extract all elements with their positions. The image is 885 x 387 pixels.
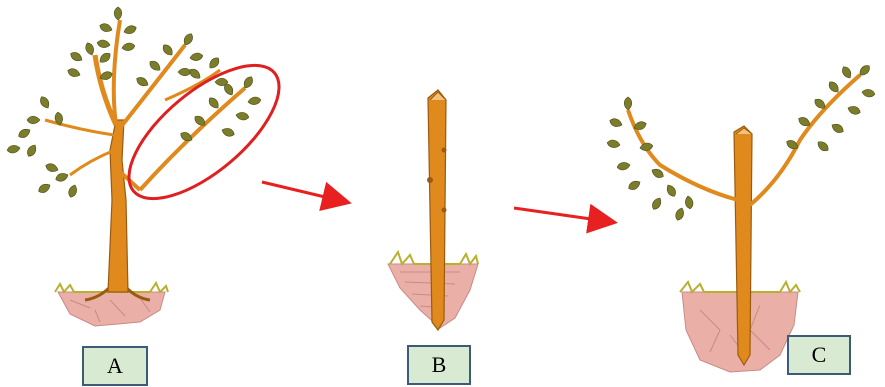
tree-a-icon	[7, 7, 301, 326]
label-b: B	[407, 345, 471, 385]
label-a: A	[82, 346, 148, 386]
label-c: C	[787, 335, 851, 375]
soil-a	[58, 292, 165, 326]
arrow-right-icon	[514, 208, 612, 222]
highlight-ellipse	[108, 42, 300, 222]
sprouted-cutting-c-icon	[607, 63, 876, 372]
arrow-right-icon	[262, 182, 346, 202]
cut-stake-b-icon	[388, 90, 478, 330]
